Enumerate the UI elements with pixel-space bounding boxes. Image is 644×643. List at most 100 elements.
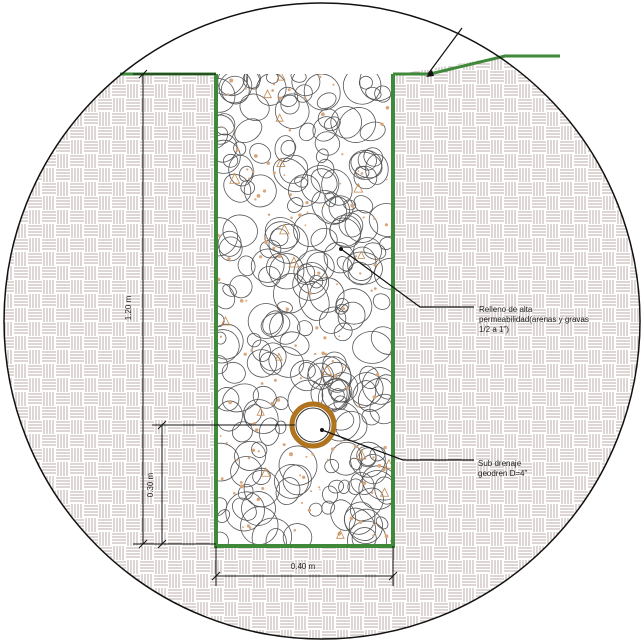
sand-grain xyxy=(261,487,265,490)
sand-grain xyxy=(326,458,329,461)
sand-grain xyxy=(243,352,247,356)
sand-grain xyxy=(318,75,322,79)
sand-grain xyxy=(338,335,341,338)
sand-grain xyxy=(305,201,309,205)
gravel-stone xyxy=(358,75,373,90)
sand-grain xyxy=(256,194,261,198)
gravel-stone xyxy=(225,491,265,532)
gravel-stone xyxy=(229,275,253,299)
gravel-stone xyxy=(338,479,351,494)
gravel-chip xyxy=(256,407,265,416)
trench-fill xyxy=(216,74,393,546)
sand-grain xyxy=(372,523,375,526)
sand-grain xyxy=(301,475,306,479)
gravel-stone xyxy=(264,217,300,249)
gravel-chip xyxy=(279,223,290,235)
sand-grain xyxy=(325,275,328,277)
sand-grain xyxy=(336,283,339,286)
gravel-stone xyxy=(216,497,228,517)
gravel-stone xyxy=(359,121,386,142)
dimension-depth-total xyxy=(133,69,216,549)
gravel-stone xyxy=(246,74,261,90)
gravel-stone xyxy=(292,265,330,301)
gravel-stone xyxy=(337,301,366,331)
gravel-stone xyxy=(230,455,263,488)
gravel-stone xyxy=(273,396,289,410)
fill-label-line2: permeabilidad(arenas y gravas xyxy=(479,315,589,324)
drain-label-line2: geodren D=4" xyxy=(478,469,527,478)
sand-grain xyxy=(372,395,377,399)
dimension-label-depth-total: 1.20 m xyxy=(124,295,133,320)
gravel-stone xyxy=(342,74,382,105)
gravel-stone xyxy=(268,223,309,264)
sand-grain xyxy=(306,211,309,214)
gravel-stone xyxy=(216,509,231,524)
gravel-stone xyxy=(266,253,291,280)
sand-grain xyxy=(222,126,225,129)
gravel-chip xyxy=(355,448,367,460)
leader-line-fill xyxy=(340,248,474,308)
sand-grain xyxy=(382,468,386,472)
sand-grain xyxy=(356,405,359,408)
gravel-stone xyxy=(216,329,240,364)
gravel-stone xyxy=(365,86,382,100)
sand-grain xyxy=(377,464,382,468)
gravel-stone xyxy=(350,151,383,179)
gravel-stone xyxy=(347,261,373,286)
gravel-stone xyxy=(259,352,283,376)
gravel-stone xyxy=(374,257,393,290)
sand-grain xyxy=(289,193,292,197)
drain-pipe xyxy=(289,401,337,449)
gravel-stone xyxy=(369,446,386,462)
sand-grain xyxy=(315,326,319,330)
sand-grain xyxy=(355,255,358,258)
sand-grain xyxy=(267,213,271,216)
gravel-stone xyxy=(278,445,318,486)
gravel-stone xyxy=(220,75,250,105)
sand-grain xyxy=(235,148,240,152)
sand-grain xyxy=(314,352,317,355)
sand-grain xyxy=(360,172,364,175)
gravel-stone xyxy=(323,241,355,274)
gravel-stone xyxy=(234,118,263,144)
sand-grain xyxy=(350,203,355,208)
gravel-stone xyxy=(282,523,313,546)
sand-grain xyxy=(362,216,365,219)
sand-grain xyxy=(225,441,228,444)
gravel-stone xyxy=(216,114,235,145)
gravel-stone xyxy=(321,500,336,515)
gravel-stone xyxy=(316,92,337,109)
fill-label-line3: 1/2 a 1") xyxy=(479,325,509,334)
gravel-stone xyxy=(218,74,253,104)
sand-grain xyxy=(309,291,313,295)
sand-grain xyxy=(288,128,292,132)
gravel-stone xyxy=(247,303,284,339)
gravel-stone xyxy=(216,282,236,310)
drain-annotation: Sub drenaje geodren D=4" xyxy=(478,459,527,478)
sand-grain xyxy=(319,488,321,491)
sand-grain xyxy=(383,445,387,450)
gravel-stone xyxy=(335,298,350,313)
sand-grain xyxy=(254,198,257,201)
sand-grain xyxy=(354,445,358,449)
gravel-stone xyxy=(251,339,272,362)
leader-line-drain xyxy=(321,429,474,461)
sand-grain xyxy=(341,366,344,369)
sand-grain xyxy=(253,422,257,426)
dimension-label-depth-pipe: 0.30 m xyxy=(146,472,155,497)
gravel-stone xyxy=(361,408,380,426)
gravel-chip xyxy=(276,74,286,81)
sand-grain xyxy=(357,170,360,173)
gravel-stone xyxy=(322,485,339,504)
gravel-stone xyxy=(322,351,347,377)
sand-grain xyxy=(229,78,234,83)
gravel-stone xyxy=(347,478,364,495)
gravel-stone xyxy=(259,239,282,259)
gravel-stone xyxy=(307,362,334,390)
sand-grain xyxy=(285,307,289,311)
ground-line-right xyxy=(393,54,560,76)
gravel-stone xyxy=(246,332,262,348)
gravel-stone xyxy=(274,135,296,162)
gravel-stone xyxy=(269,253,305,290)
